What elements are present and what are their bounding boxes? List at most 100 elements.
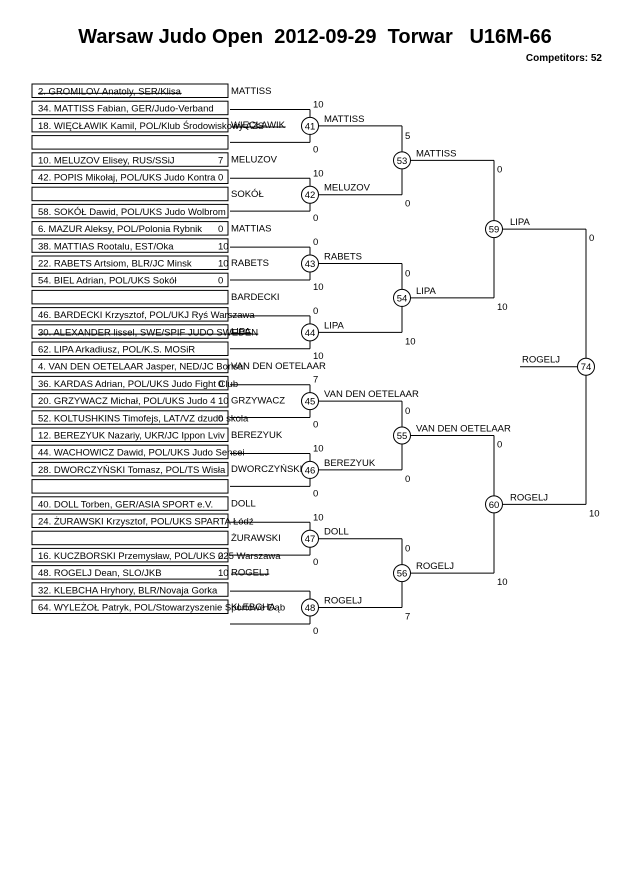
entry-box [31, 358, 229, 374]
entry-name: 32. KLEBCHA Hryhory, BLR/Novaja Gorka [38, 585, 218, 596]
entry-box [31, 100, 229, 116]
entry-box [31, 479, 229, 494]
round2-winner: MELUZOV [324, 183, 371, 194]
entry-name: 54. BIEL Adrian, POL/UKS Sokół [38, 276, 177, 287]
entry-score: 0 [218, 173, 223, 184]
entry-name: 58. SOKÓŁ Dawid, POL/UKS Judo Wolbrom [38, 207, 226, 218]
round2-match-bottom-score: 0 [313, 488, 318, 499]
entry-box [31, 513, 229, 528]
round1-winner: DWORCZYŃSKI [231, 464, 302, 475]
round2-winner: LIPA [324, 320, 345, 331]
round2-match-number: 41 [305, 121, 316, 132]
entry-box [31, 565, 229, 580]
entry-box [31, 582, 229, 597]
entry-name: 4. VAN DEN OETELAAR Jasper, NED/JC Bonsa… [38, 362, 245, 373]
round2-match-bottom-score: 0 [313, 557, 318, 568]
entry-score: 10 [218, 259, 229, 270]
round2-winner: RABETS [324, 252, 362, 263]
entry-box [31, 221, 229, 236]
round1-winner: ROGELJ [231, 567, 269, 578]
entry-box [31, 393, 229, 408]
round1-winner: GRZYWACZ [231, 395, 285, 406]
entry-score: 10 [218, 241, 229, 252]
round2-match-number: 48 [305, 603, 316, 614]
round1-winner: LIPA [231, 327, 252, 338]
round1-winner: ŻURAWSKI [231, 533, 281, 544]
entry-box [31, 152, 229, 167]
entry-name: 62. LIPA Arkadiusz, POL/K.S. MOSiR [38, 345, 195, 356]
round3-top-score: 0 [405, 406, 410, 417]
entry-name: 10. MELUZOV Elisey, RUS/SSiJ [38, 155, 175, 166]
round2-match-bottom-score: 0 [313, 144, 318, 155]
entry-box [31, 341, 229, 356]
round3-winner: ROGELJ [416, 561, 454, 572]
round2-match-top-score: 10 [313, 444, 324, 455]
entry-name: 46. BARDECKI Krzysztof, POL/UKJ Ryś Wars… [38, 310, 255, 321]
entry-box [31, 444, 229, 460]
round1-winner: BEREZYUK [231, 430, 283, 441]
round1-winner: KLEBCHA [231, 602, 276, 613]
round2-match-top-score: 0 [313, 237, 318, 248]
round3-winner: VAN DEN OETELAAR [416, 424, 511, 435]
entry-box [31, 272, 229, 288]
entry-name: 24. ŻURAWSKI Krzysztof, POL/UKS SPARTA Ł… [38, 517, 254, 528]
round4-bottom-score: 10 [497, 302, 508, 313]
round4-top-score: 0 [497, 164, 502, 175]
entry-name: 18. WIĘCŁAWIK Kamil, POL/Klub Środowisko… [38, 120, 264, 132]
entry-box [31, 461, 229, 477]
entry-name: 22. RABETS Artsiom, BLR/JC Minsk [38, 259, 192, 270]
round3-match-number: 55 [397, 431, 408, 442]
final-match-circle [577, 357, 595, 376]
round3-top-score: 0 [405, 269, 410, 280]
round2-match-top-score: 10 [313, 100, 324, 111]
round3-bottom-score: 0 [405, 199, 410, 210]
round2-match-bottom-score: 0 [313, 213, 318, 224]
entry-name: 52. KOLTUSHKINS Timofejs, LAT/VZ dzudo s… [38, 413, 249, 424]
round2-match-top-score: 0 [313, 306, 318, 317]
entry-name: 34. MATTISS Fabian, GER/Judo-Verband [38, 104, 214, 115]
round1-winner: WIĘCŁAWIK [231, 120, 286, 131]
entry-box [31, 169, 229, 184]
round3-winner: LIPA [416, 286, 437, 297]
round1-winner: MATTISS [231, 86, 271, 97]
final-match-number: 74 [581, 362, 592, 373]
round1-winner: SOKÓŁ [231, 189, 264, 200]
round3-match-number: 54 [397, 293, 408, 304]
entry-box [31, 135, 229, 150]
entry-name: 30. ALEXANDER lissel, SWE/SPIF JUDO SWED… [38, 327, 258, 338]
round3-bottom-score: 0 [405, 474, 410, 485]
entry-box [31, 547, 229, 563]
round3-bottom-score: 7 [405, 612, 410, 623]
entry-box [31, 496, 229, 511]
round2-match-number: 47 [305, 534, 316, 545]
entry-name: 38. MATTIAS Rootalu, EST/Oka [38, 241, 174, 252]
round3-top-score: 5 [405, 131, 410, 142]
round2-match-top-score: 10 [313, 512, 324, 523]
round2-match-number: 45 [305, 397, 316, 408]
entry-score: 10 [218, 568, 229, 579]
entry-name: 44. WACHOWICZ Dawid, POL/UKS Judo Sensei [38, 448, 245, 459]
final-winner: ROGELJ [522, 355, 560, 366]
round2-match-bottom-score: 0 [313, 420, 318, 431]
final-top-score: 0 [589, 233, 594, 244]
entry-name: 16. KUCZBORSKI Przemysław, POL/UKS 225 W… [38, 551, 281, 562]
entry-box [31, 530, 229, 546]
round2-winner: VAN DEN OETELAAR [324, 389, 419, 400]
round1-winner: RABETS [231, 258, 269, 269]
entry-score: 0 [218, 413, 223, 424]
round2-winner: MATTISS [324, 114, 364, 125]
entry-score: 7 [218, 155, 223, 166]
entry-score: 0 [218, 276, 223, 287]
entry-name: 64. WYLEŻOŁ Patryk, POL/Stowarzyszenie S… [38, 603, 285, 614]
entry-box [31, 238, 229, 253]
round3-top-score: 0 [405, 544, 410, 555]
page-title: Warsaw Judo Open 2012-09-29 Torwar U16M-… [78, 26, 552, 48]
entry-name: 28. DWORCZYŃSKI Tomasz, POL/TS Wisła [38, 465, 226, 476]
round3-match-number: 56 [397, 569, 408, 580]
entry-name: 6. MAZUR Aleksy, POL/Polonia Rybnik [38, 224, 202, 235]
round2-match-number: 46 [305, 465, 316, 476]
entry-box [31, 83, 229, 98]
round4-bottom-score: 10 [497, 577, 508, 588]
entry-score: 0 [218, 379, 223, 390]
entry-box [31, 255, 229, 270]
